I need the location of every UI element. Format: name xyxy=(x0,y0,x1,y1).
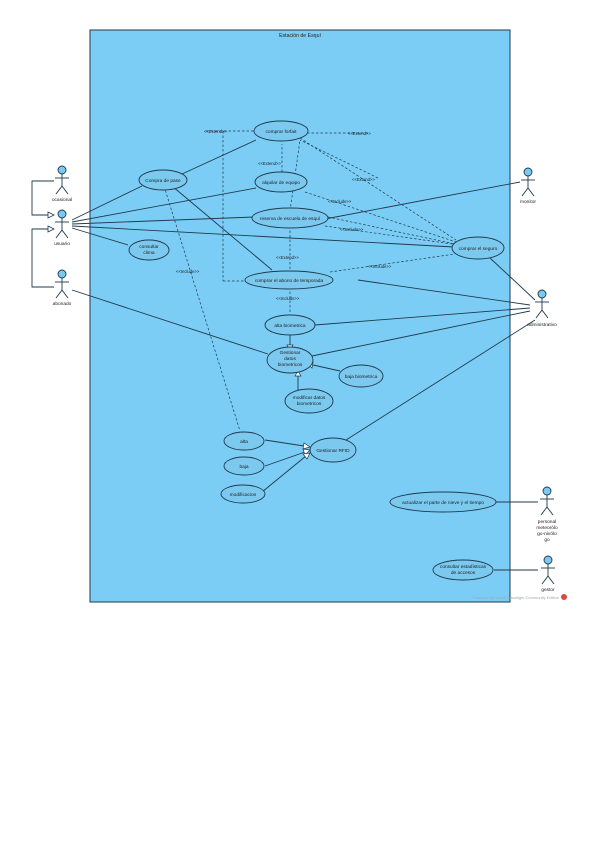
usecase-generalizations xyxy=(261,335,341,493)
svg-text:alquilar de equipo: alquilar de equipo xyxy=(262,180,300,186)
usecase-compra-de-pase: Compra de pase xyxy=(138,169,188,191)
svg-text:Gestionar RFID: Gestionar RFID xyxy=(316,448,350,454)
usecase-label-line2: clima xyxy=(143,250,155,256)
include-label: <<Include>> xyxy=(340,227,364,232)
svg-text:usuario: usuario xyxy=(54,241,70,247)
svg-text:baja biometrica: baja biometrica xyxy=(345,374,378,380)
actor-abonado: abonado xyxy=(53,269,72,307)
stereotype-labels: <<Extend>> <<Extend>> <<Extend>> <<Exten… xyxy=(176,129,392,301)
usecase-comprar-el-seguro: comprar el seguro xyxy=(451,236,505,260)
include-label: <<Include>> xyxy=(328,199,352,204)
usecase-baja: baja xyxy=(223,456,265,476)
extend-label: <<Extend>> xyxy=(348,131,371,136)
svg-text:alta biometrica: alta biometrica xyxy=(274,323,306,329)
usecase-modificacion: modificacion xyxy=(220,484,266,504)
usecase-comprar-abono: comprar el abono de temporada xyxy=(244,270,334,290)
actor-gestor: gestor xyxy=(541,555,555,593)
svg-text:alta: alta xyxy=(240,439,248,445)
watermark-logo-icon xyxy=(561,594,567,600)
include-label: <<Include>> xyxy=(176,269,200,274)
usecase-baja-biometrica: baja biometrica xyxy=(338,364,384,388)
usecase-alta: alta xyxy=(223,431,265,451)
svg-text:ocasional: ocasional xyxy=(52,197,72,203)
extend-label: <<Extend>> xyxy=(204,129,227,134)
usecase-gestionar-rfid: Gestionar RFID xyxy=(309,437,357,463)
extend-label: <<Extend>> xyxy=(352,177,375,182)
svg-text:comprar el abono de temporada: comprar el abono de temporada xyxy=(255,278,324,284)
watermark-text: Powered By Visual Paradigm Community Edi… xyxy=(473,595,559,600)
svg-text:comprar forfait: comprar forfait xyxy=(266,129,298,135)
dependencies xyxy=(163,130,457,432)
usecase-label-line1: consultar xyxy=(139,244,159,250)
svg-text:reserva de escuela de esquí: reserva de escuela de esquí xyxy=(260,216,321,222)
svg-text:abonado: abonado xyxy=(53,301,72,307)
associations xyxy=(71,139,538,571)
svg-text:baja: baja xyxy=(239,464,248,470)
usecase-comprar-forfait: comprar forfait xyxy=(253,120,309,142)
actor-usuario: usuario xyxy=(54,209,70,247)
generalization-lines xyxy=(31,180,55,288)
actor-ocasional: ocasional xyxy=(52,165,72,203)
actor-monitor: monitor xyxy=(520,167,536,205)
usecase-alta-biometrica: alta biometrica xyxy=(264,314,316,336)
include-label: <<Include>> xyxy=(276,296,300,301)
actor-administrativo: administrativo xyxy=(527,289,557,328)
svg-text:modificacion: modificacion xyxy=(230,492,257,498)
extend-label: <<Extend>> xyxy=(258,161,281,166)
usecase-reserva-de-escuela: reserva de escuela de esquí xyxy=(251,207,329,229)
svg-text:comprar el seguro: comprar el seguro xyxy=(459,246,498,252)
svg-text:actualizar el parte de nieve y: actualizar el parte de nieve y el tiempo xyxy=(402,500,484,506)
svg-text:administrativo: administrativo xyxy=(527,322,557,328)
svg-text:Compra de pase: Compra de pase xyxy=(145,178,181,184)
extend-label: <<Extend>> xyxy=(276,255,299,260)
svg-text:gestor: gestor xyxy=(541,587,555,593)
svg-text:monitor: monitor xyxy=(520,199,536,205)
include-label: <<Include>> xyxy=(368,264,392,269)
system-title: Estación de Esquí xyxy=(279,33,321,39)
usecase-alquilar-de-equipo: alquilar de equipo xyxy=(254,171,308,193)
usecase-actualizar-parte: actualizar el parte de nieve y el tiempo xyxy=(389,491,497,513)
